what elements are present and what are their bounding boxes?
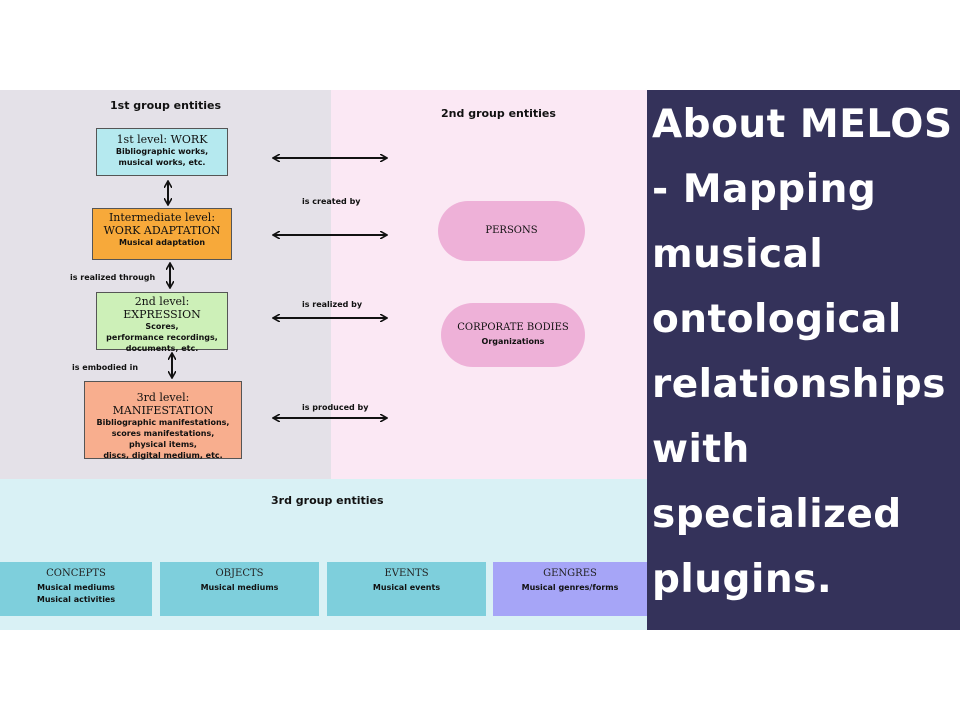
relation-embodied-in: is embodied in bbox=[72, 363, 139, 372]
work-adaptation-subtitle: Musical adaptation bbox=[118, 238, 206, 247]
expression-level-title: 2nd level: EXPRESSION bbox=[123, 295, 201, 321]
work-level-box: 1st level: WORK Bibliographic works, mus… bbox=[96, 128, 228, 176]
group2-heading: 2nd group entities bbox=[441, 107, 556, 120]
manifestation-level-title: 3rd level: MANIFESTATION bbox=[112, 391, 214, 417]
work-adaptation-title: Intermediate level: WORK ADAPTATION bbox=[103, 211, 221, 237]
events-title: EVENTS bbox=[384, 568, 429, 579]
work-level-title: 1st level: WORK bbox=[116, 133, 208, 146]
events-subtitle: Musical events bbox=[372, 583, 441, 592]
corporate-bodies-title: CORPORATE BODIES bbox=[457, 322, 569, 333]
group3-heading: 3rd group entities bbox=[271, 494, 384, 507]
work-level-subtitle: Bibliographic works, musical works, etc. bbox=[115, 147, 209, 167]
persons-pill: PERSONS bbox=[438, 201, 585, 261]
objects-title: OBJECTS bbox=[215, 568, 264, 579]
objects-box: OBJECTS Musical mediums bbox=[160, 562, 319, 616]
relation-created-by: is created by bbox=[302, 197, 361, 206]
concepts-title: CONCEPTS bbox=[46, 568, 106, 579]
relation-produced-by: is produced by bbox=[302, 403, 369, 412]
corporate-bodies-pill: CORPORATE BODIES Organizations bbox=[441, 303, 585, 367]
group1-heading: 1st group entities bbox=[110, 99, 222, 112]
relation-realized-through: is realized through bbox=[70, 273, 156, 282]
genres-box: GENGRES Musical genres/forms bbox=[493, 562, 647, 616]
objects-subtitle: Musical mediums bbox=[200, 583, 279, 592]
manifestation-level-box: 3rd level: MANIFESTATION Bibliographic m… bbox=[84, 381, 242, 460]
corporate-bodies-subtitle: Organizations bbox=[481, 337, 545, 346]
genres-subtitle: Musical genres/forms bbox=[521, 583, 619, 592]
manifestation-level-subtitle: Bibliographic manifestations, scores man… bbox=[96, 418, 230, 460]
events-box: EVENTS Musical events bbox=[327, 562, 486, 616]
persons-title: PERSONS bbox=[485, 225, 538, 236]
genres-title: GENGRES bbox=[543, 568, 597, 579]
relation-realized-by: is realized by bbox=[302, 300, 363, 309]
expression-level-box: 2nd level: EXPRESSION Scores, performanc… bbox=[96, 292, 228, 353]
side-title: About MELOS - Mapping musical ontologica… bbox=[652, 102, 953, 602]
concepts-box: CONCEPTS Musical mediums Musical activit… bbox=[0, 562, 152, 616]
concepts-subtitle: Musical mediums Musical activities bbox=[36, 583, 116, 604]
expression-level-subtitle: Scores, performance recordings, document… bbox=[106, 322, 218, 353]
side-panel bbox=[647, 90, 960, 630]
work-adaptation-box: Intermediate level: WORK ADAPTATION Musi… bbox=[92, 208, 232, 260]
group2-panel bbox=[331, 90, 647, 479]
